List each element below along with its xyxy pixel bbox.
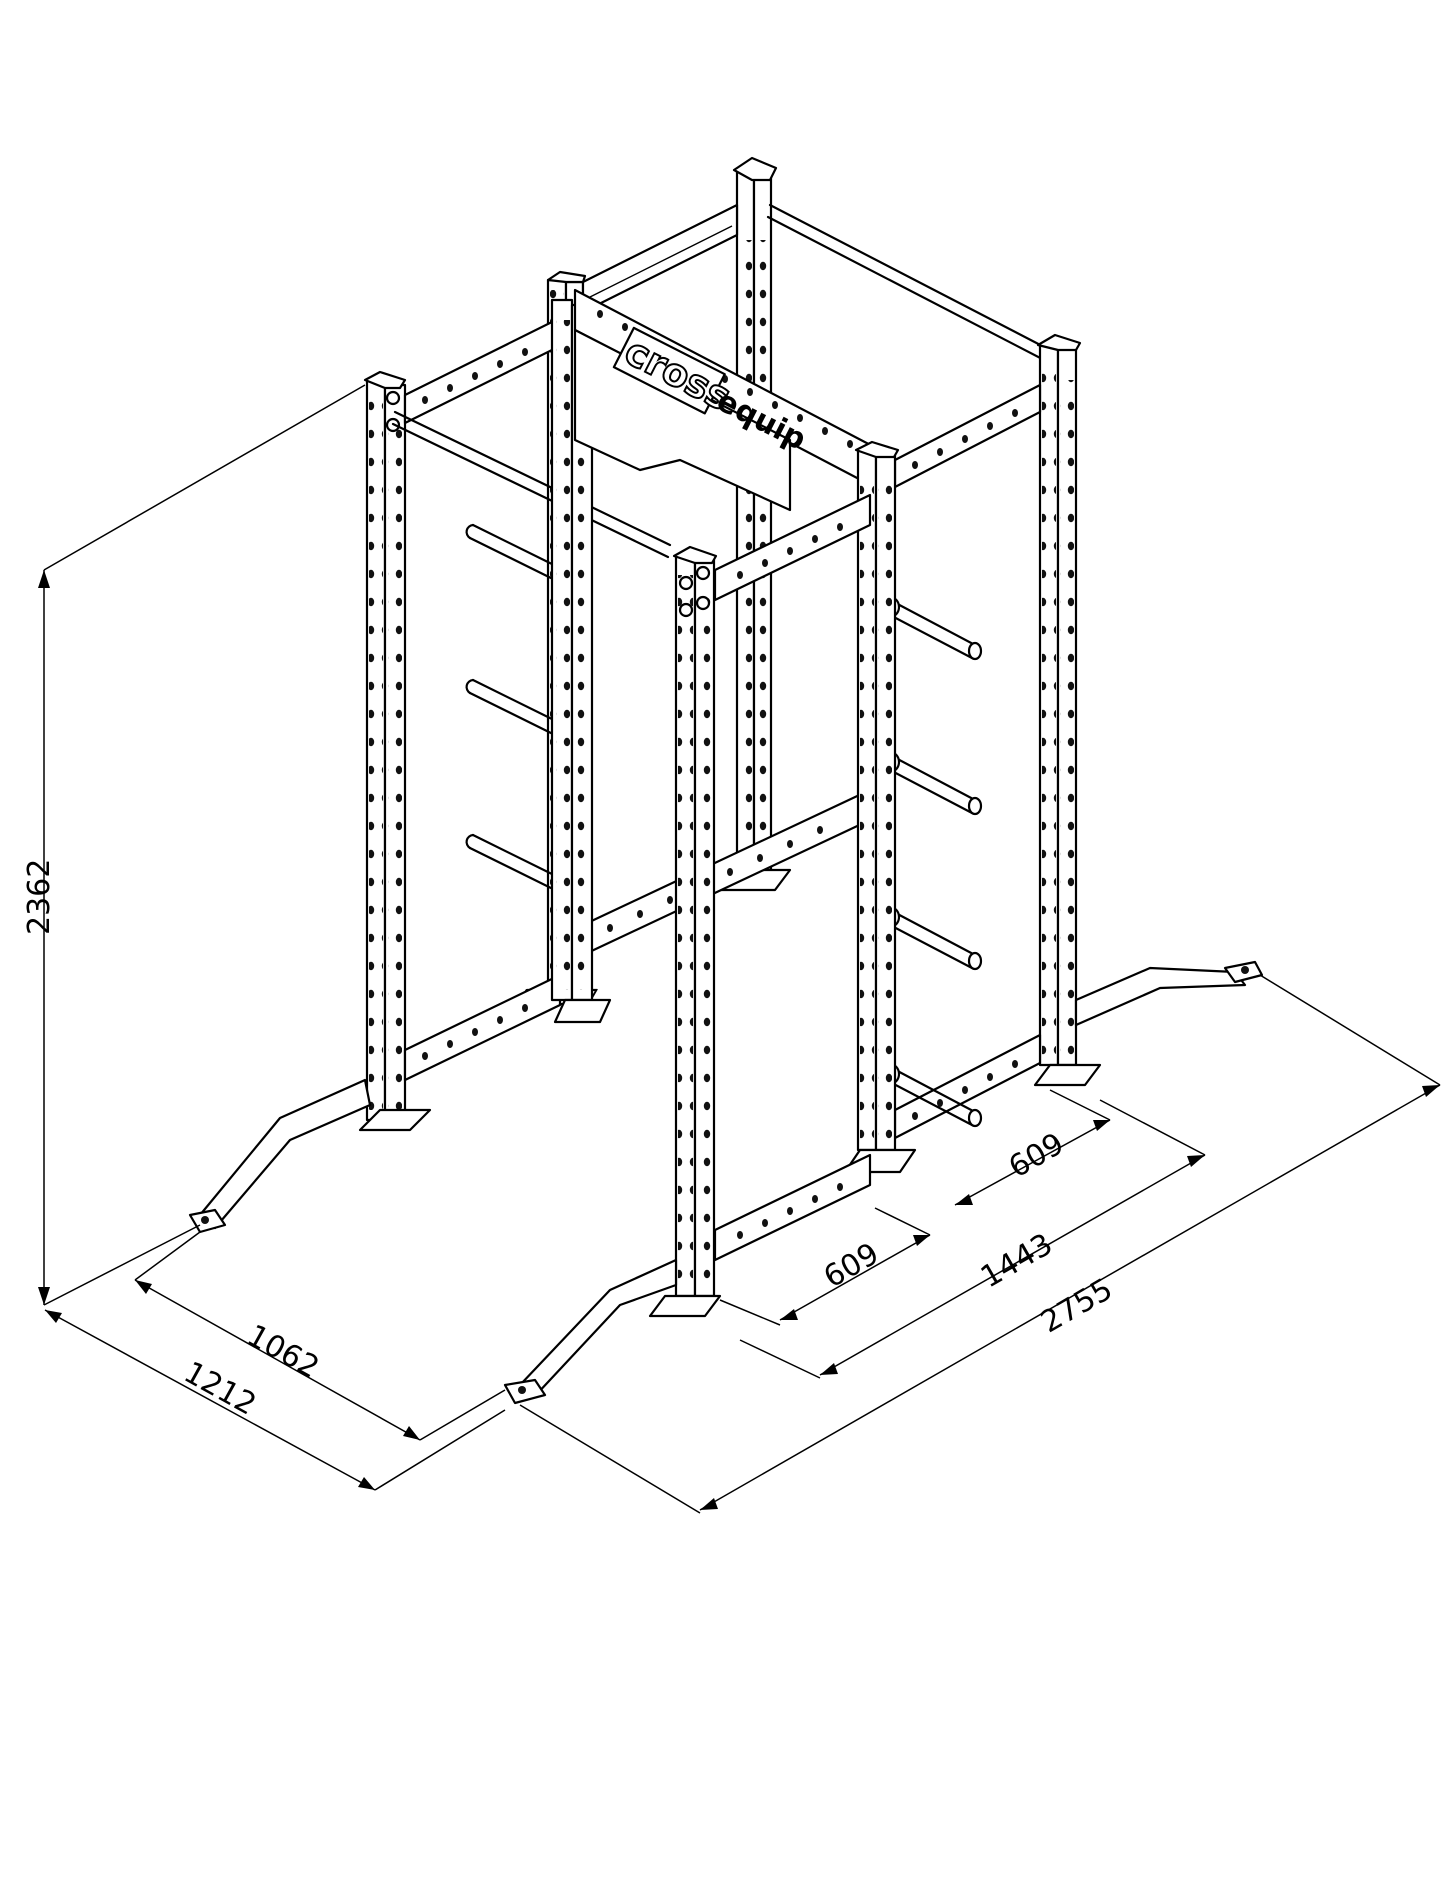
left-top-beam: [403, 316, 562, 425]
weight-horn: [465, 523, 562, 583]
rear-bottom-beam: [581, 788, 872, 957]
rear-right-outer-upright: [1033, 333, 1102, 1087]
weight-horn: [465, 833, 562, 893]
left-pullup-bar: [391, 410, 672, 559]
right-side-frame: [713, 333, 1264, 1262]
rear-right-upright: [713, 156, 792, 892]
right-bottom-beam: [893, 1033, 1042, 1140]
front-left-back-upright: [363, 370, 407, 1122]
weight-horn: [465, 678, 562, 738]
front-left-upright: [503, 545, 722, 1405]
left-rear-inner-upright: [550, 298, 612, 1024]
dimension-lines: [38, 384, 1441, 1514]
rear-top-beam: [581, 203, 739, 314]
left-bottom-beam: [403, 973, 562, 1082]
right-top-beam: [893, 383, 1042, 489]
left-foot-extension: [188, 1078, 432, 1234]
rear-frame: [517, 156, 1052, 1006]
right-foot-extension: [1074, 960, 1264, 1027]
brand-crossmember: cross equip: [573, 288, 882, 512]
left-side-frame: [188, 298, 672, 1234]
rear-pullup-bar: [766, 203, 1052, 364]
dimension-label-height: 2362: [22, 858, 57, 935]
front-right-upright: [843, 440, 917, 1174]
left-weight-horns: [465, 523, 562, 893]
front-bottom-crossmember: [713, 1153, 872, 1262]
front-foot-extension: [503, 1258, 678, 1405]
